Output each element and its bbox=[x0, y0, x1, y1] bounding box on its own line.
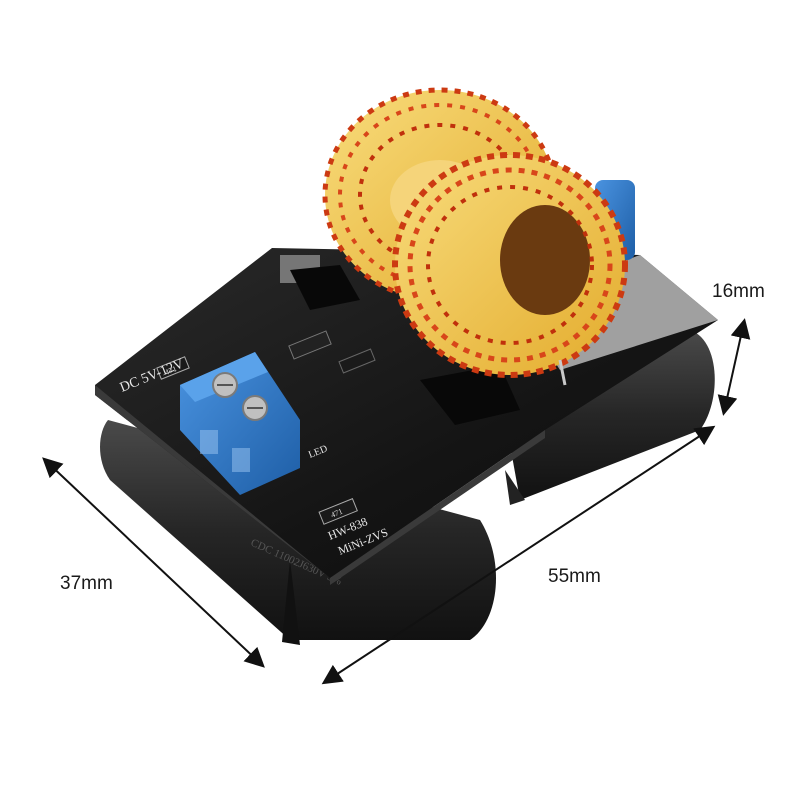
resistor-top bbox=[156, 356, 190, 380]
width-arrow bbox=[42, 457, 265, 668]
length-dimension-label: 55mm bbox=[548, 566, 601, 587]
diode bbox=[288, 330, 332, 360]
toroid-coil-front bbox=[392, 152, 628, 386]
height-dimension-label: 16mm bbox=[712, 281, 765, 302]
transistor-right bbox=[420, 365, 520, 425]
transistor-left bbox=[290, 265, 360, 310]
resistor-mid bbox=[338, 348, 376, 374]
length-arrow bbox=[321, 425, 716, 685]
height-arrow bbox=[717, 318, 751, 416]
resistor-top-label: 471 bbox=[164, 364, 178, 377]
width-dimension-label: 37mm bbox=[60, 573, 113, 594]
